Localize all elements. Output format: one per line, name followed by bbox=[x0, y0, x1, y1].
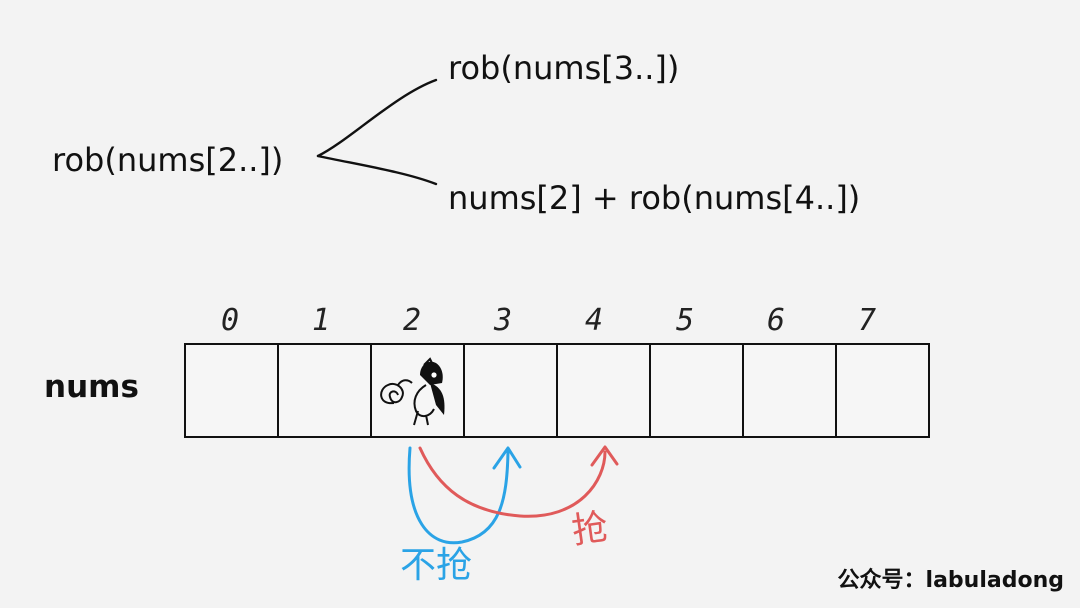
robber-icon bbox=[380, 357, 445, 426]
array-index: 6 bbox=[766, 303, 786, 338]
array-cell bbox=[649, 343, 744, 438]
array-index: 2 bbox=[402, 303, 422, 338]
array-cell bbox=[184, 343, 279, 438]
array-cell bbox=[835, 343, 930, 438]
array-index: 4 bbox=[584, 303, 604, 338]
root-call-expression: rob(nums[2..]) bbox=[52, 141, 284, 179]
watermark: 公众号：labuladong bbox=[837, 568, 1064, 593]
array-cell bbox=[556, 343, 651, 438]
rob-arrow bbox=[418, 446, 607, 518]
array-cell bbox=[370, 343, 465, 438]
array-cell bbox=[277, 343, 372, 438]
array-label: nums bbox=[44, 369, 139, 405]
skip-branch-expression: rob(nums[3..]) bbox=[448, 49, 680, 87]
branch-line-upper bbox=[316, 78, 438, 158]
array-index: 3 bbox=[493, 303, 513, 338]
array-index: 5 bbox=[675, 303, 695, 338]
skip-label: 不抢 bbox=[400, 545, 473, 586]
array-index: 0 bbox=[220, 303, 240, 338]
array-cell bbox=[463, 343, 558, 438]
rob-label: 抢 bbox=[569, 506, 611, 553]
array-cell bbox=[742, 343, 837, 438]
rob-arrowhead bbox=[590, 445, 619, 467]
rob-branch-expression: nums[2] + rob(nums[4..]) bbox=[448, 179, 861, 217]
nums-array bbox=[184, 343, 930, 438]
array-index: 1 bbox=[311, 303, 331, 338]
skip-arrow bbox=[407, 446, 510, 545]
branch-line-lower bbox=[316, 154, 438, 186]
skip-arrowhead bbox=[492, 446, 522, 470]
array-index: 7 bbox=[857, 303, 877, 338]
